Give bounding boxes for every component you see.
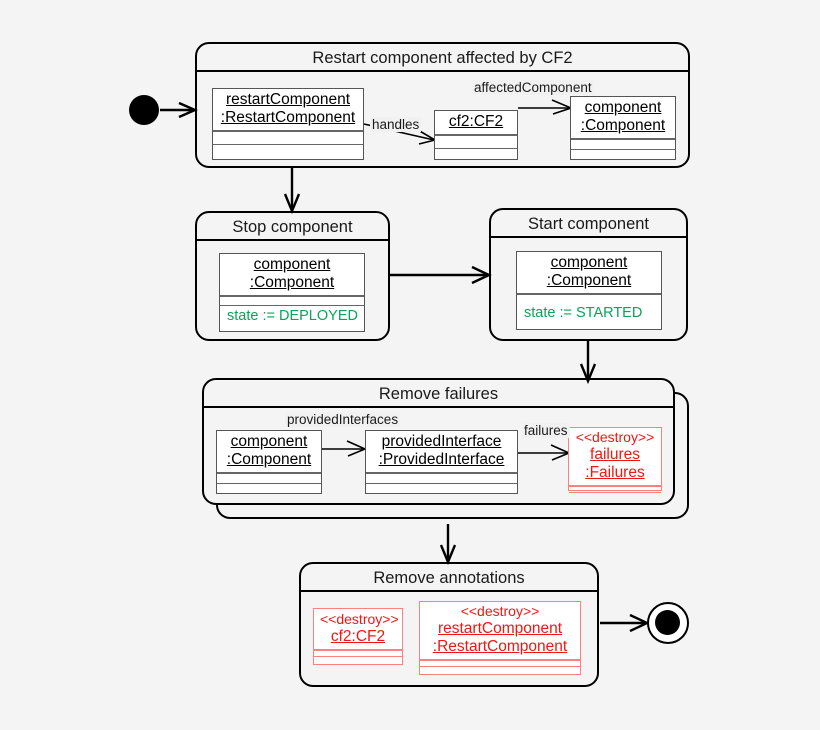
object-line: component [550,254,628,271]
flow-stop-to-start [390,265,492,285]
object-compartment-empty [213,145,363,157]
object-line: :ProvidedInterface [378,451,505,468]
object-line: :Component [226,451,312,468]
object-line: :Component [580,117,666,134]
activity-title-removefailures: Remove failures [204,380,673,408]
compartment-divider [571,148,675,151]
object-component-affected[interactable]: component :Component [570,96,676,160]
object-line: :Component [249,274,335,291]
object-cf2[interactable]: cf2:CF2 [434,110,518,160]
activity-title-stop: Stop component [197,213,388,241]
object-compartment-empty [569,493,661,498]
object-component-stop[interactable]: component :Component state := DEPLOYED [219,253,365,332]
object-line: cf2:CF2 [448,113,504,130]
object-compartment-empty [420,667,580,672]
object-name-cf2: cf2:CF2 [435,111,517,134]
object-compartment-empty [213,132,363,144]
compartment-divider [220,304,364,307]
object-line: restartComponent [225,91,351,108]
object-compartment-empty [517,295,661,303]
final-node-core [655,610,680,635]
object-name-component: component :Component [220,254,364,295]
compartment-divider [435,147,517,150]
object-compartment-empty [571,140,675,149]
object-compartment-empty [366,484,517,493]
object-restartcomponent[interactable]: restartComponent :RestartComponent [212,88,364,160]
object-line: failures [590,446,640,463]
compartment-divider [571,138,675,140]
object-line: restartComponent [437,620,563,637]
object-line: :RestartComponent [432,638,568,655]
object-line: cf2:CF2 [330,628,386,645]
final-node [647,602,689,644]
compartment-divider [220,295,364,297]
compartment-divider [435,134,517,136]
object-compartment-empty [217,484,321,493]
object-name-restartcomponent: restartComponent :RestartComponent [213,89,363,130]
flow-initial-to-restart [160,101,198,119]
compartment-divider [569,491,661,494]
object-failures-destroy[interactable]: <<destroy>> failures :Failures [568,427,662,494]
object-attribute-state: state := DEPLOYED [227,308,358,325]
object-component-removefailures[interactable]: component :Component [216,430,322,494]
compartment-divider [420,665,580,668]
stereotype-destroy: <<destroy>> [320,611,399,627]
compartment-divider [517,293,661,295]
object-cf2-destroy[interactable]: <<destroy>> cf2:CF2 [313,608,403,665]
stereotype-destroy: <<destroy>> [460,603,540,619]
object-attribute-state: state := STARTED [524,304,643,321]
compartment-divider [314,649,402,651]
activity-title-start: Start component [491,210,686,238]
flow-removefailures-to-removeannotations [439,524,457,566]
object-name-component: component :Component [217,431,321,472]
object-component-start[interactable]: component :Component state := STARTED [516,251,662,330]
object-line: providedInterface [381,433,502,450]
object-restartcomponent-destroy[interactable]: <<destroy>> restartComponent :RestartCom… [419,601,581,675]
object-providedinterface[interactable]: providedInterface :ProvidedInterface [365,430,518,494]
object-line: component [584,99,662,116]
object-line: :Component [546,272,632,289]
object-name-cf2: <<destroy>> cf2:CF2 [314,609,402,649]
link-label-failures: failures [522,423,570,438]
object-line: component [253,256,331,273]
flow-restart-to-stop [283,168,301,215]
activity-title-removeannotations: Remove annotations [301,564,597,592]
object-name-restartcomponent: <<destroy>> restartComponent :RestartCom… [420,602,580,659]
initial-node [129,95,159,125]
activity-title-restart: Restart component affected by CF2 [197,44,688,72]
compartment-divider [314,655,402,658]
object-compartment-empty [571,150,675,159]
compartment-divider [366,472,517,474]
link-label-providedinterfaces: providedInterfaces [285,412,401,427]
link-label-handles: handles [370,117,422,132]
object-line: :RestartComponent [220,109,356,126]
compartment-divider [420,659,580,661]
compartment-divider [569,485,661,487]
flow-start-to-removefailures [579,341,597,385]
compartment-divider [213,143,363,146]
stereotype-destroy: <<destroy>> [575,429,655,445]
object-compartment-empty [217,474,321,483]
object-compartment-empty [435,149,517,161]
compartment-divider [213,130,363,132]
object-compartment-empty [435,136,517,148]
compartment-divider [217,482,321,485]
object-compartment-empty [366,474,517,483]
object-compartment-empty [220,297,364,305]
object-compartment-empty [314,657,402,662]
compartment-divider [217,472,321,474]
object-name-providedinterface: providedInterface :ProvidedInterface [366,431,517,472]
object-name-component: component :Component [571,97,675,138]
link-label-affectedcomponent: affectedComponent [472,80,594,95]
object-line: component [230,433,308,450]
compartment-divider [366,482,517,485]
flow-removeannotations-to-final [600,613,650,633]
object-name-component: component :Component [517,252,661,293]
object-name-failures: <<destroy>> failures :Failures [569,428,661,485]
object-line: :Failures [585,464,645,481]
